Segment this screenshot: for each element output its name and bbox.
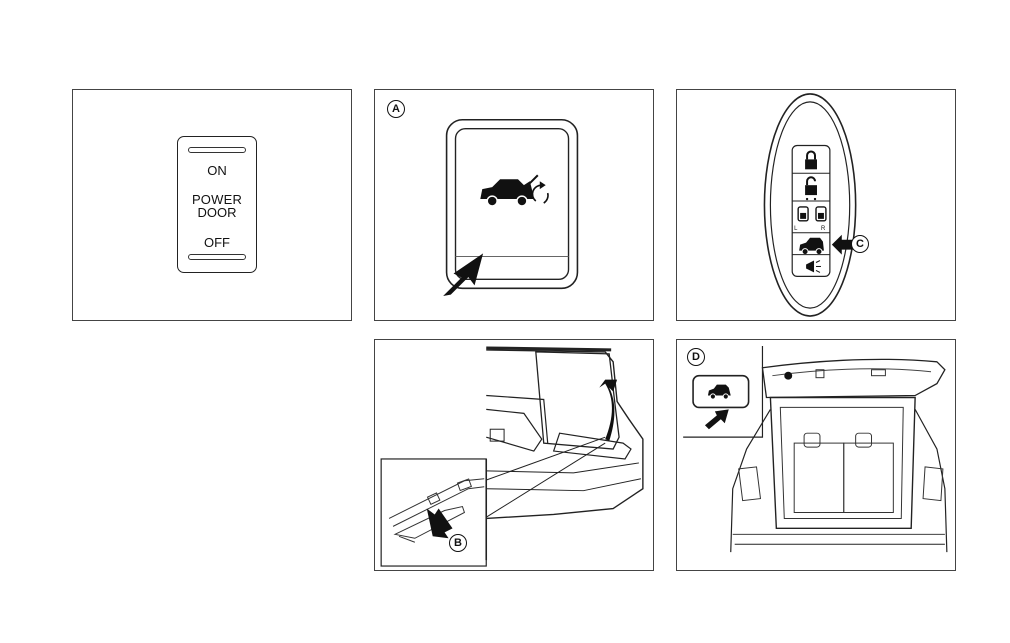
callout-b: B xyxy=(449,534,467,552)
panel-power-door-switch: ON POWER DOOR OFF xyxy=(72,89,352,321)
panel-key-fob: L R C xyxy=(676,89,956,321)
rear-window xyxy=(536,352,619,449)
close-button-pointer-arrow xyxy=(705,409,729,429)
switch-top-line xyxy=(188,147,246,153)
liftgate-open-arrow xyxy=(599,380,617,441)
callout-c: C xyxy=(851,235,869,253)
power-door-switch[interactable]: ON POWER DOOR OFF xyxy=(177,136,257,273)
liftgate-interior-drawing xyxy=(677,340,955,570)
vehicle-body-left xyxy=(731,409,771,552)
instrument-button-drawing xyxy=(375,90,653,320)
handle-inset-box xyxy=(381,459,486,566)
switch-door-label: DOOR xyxy=(178,205,256,220)
switch-on-label: ON xyxy=(178,163,256,178)
liftgate-exterior-drawing xyxy=(375,340,653,570)
panel-liftgate-handle: B xyxy=(374,339,654,571)
switch-off-label: OFF xyxy=(178,235,256,250)
fob-right-label: R xyxy=(821,226,826,232)
tail-light xyxy=(486,409,542,451)
panel-instrument-button: A xyxy=(374,89,654,321)
switch-bottom-line xyxy=(188,254,246,260)
panel-liftgate-interior: D xyxy=(676,339,956,571)
key-fob-drawing: L R xyxy=(677,90,955,320)
